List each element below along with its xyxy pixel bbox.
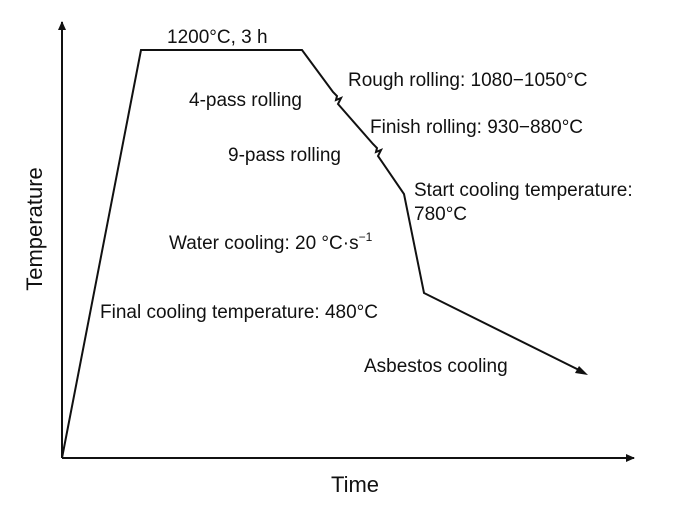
y-axis-label: Temperature [22, 167, 47, 291]
asbestos-cooling-arrowhead [575, 366, 588, 375]
start-cooling-value: 780°C [414, 204, 467, 225]
finish-rolling-label: Finish rolling: 930−880°C [370, 117, 583, 138]
water-cooling-exponent: −1 [359, 230, 373, 244]
hold-label: 1200°C, 3 h [167, 27, 268, 48]
water-cooling-label: Water cooling: 20 °C·s−1 [169, 230, 373, 254]
four-pass-rolling-label: 4-pass rolling [189, 90, 302, 111]
x-axis-label: Time [331, 472, 379, 497]
rough-rolling-label: Rough rolling: 1080−1050°C [348, 70, 587, 91]
start-cooling-label: Start cooling temperature: [414, 180, 633, 201]
water-cooling-text: Water cooling: 20 °C·s [169, 233, 359, 254]
nine-pass-rolling-label: 9-pass rolling [228, 145, 341, 166]
final-cooling-label: Final cooling temperature: 480°C [100, 302, 378, 323]
asbestos-cooling-label: Asbestos cooling [364, 356, 508, 377]
process-curve [61, 49, 584, 459]
